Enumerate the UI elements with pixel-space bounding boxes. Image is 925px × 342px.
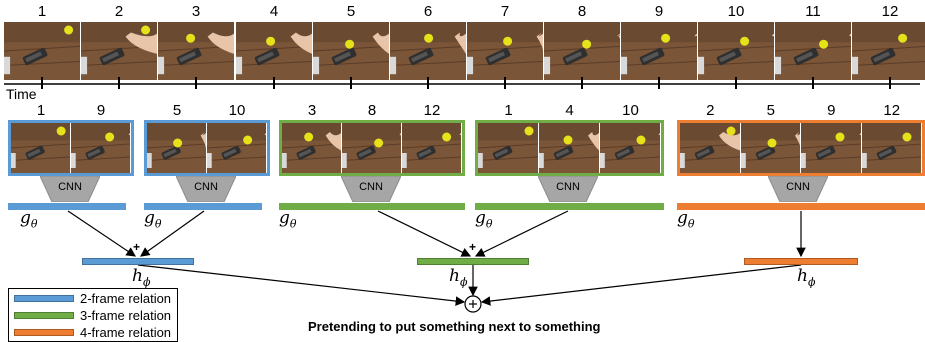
- group-frame-image: [478, 123, 538, 173]
- group-frame-image: [71, 123, 130, 173]
- timeline-frame-image: [4, 22, 80, 80]
- group-frame-number: 1: [504, 102, 513, 119]
- g-theta-bar-1: [8, 203, 126, 210]
- legend-label-3frame: 3-frame relation: [80, 308, 172, 323]
- h-phi-bar-3frame: [417, 258, 529, 265]
- h-phi-label-3frame: hϕ: [449, 266, 468, 289]
- group-frame-number: 9: [827, 102, 836, 119]
- legend-label-2frame: 2-frame relation: [80, 291, 172, 306]
- timeline-frame-number: 9: [654, 3, 664, 20]
- cnn-label: CNN: [786, 181, 810, 193]
- cnn-label: CNN: [556, 181, 580, 193]
- timeline-frame-number: 5: [346, 3, 356, 20]
- timeline-frame-image: [467, 22, 543, 80]
- group-frame-number: 5: [172, 102, 182, 119]
- group-frame-image: [207, 123, 266, 173]
- group-frame-number: 2: [706, 102, 715, 119]
- g-theta-bar-4: [475, 203, 664, 210]
- arrow-h1-to-sum: [137, 264, 466, 306]
- arrow-g3-to-h2: [377, 210, 472, 257]
- group-frame-image: [282, 123, 341, 173]
- group-frame-image: [801, 123, 861, 173]
- group-frame-image: [11, 123, 70, 173]
- timeline-frame-image: [621, 22, 697, 80]
- cnn-label: CNN: [194, 181, 218, 193]
- group-frame-number: 1: [36, 102, 46, 119]
- cnn-block-2: CNN: [176, 176, 236, 202]
- timeline-frame-image: [852, 22, 925, 80]
- g-theta-bar-3: [279, 203, 465, 210]
- timeline-frame-number: 4: [269, 3, 279, 20]
- group-frame-image: [539, 123, 599, 173]
- group-frame-image: [861, 123, 921, 173]
- h-phi-bar-4frame: [744, 258, 858, 265]
- cnn-block-3: CNN: [341, 176, 401, 202]
- plus-sign-3frame: +: [469, 240, 477, 254]
- cnn-block-5: CNN: [768, 176, 828, 202]
- arrow-g1-to-h1: [67, 210, 136, 257]
- group-frame-number: 9: [96, 102, 106, 119]
- arrow-g4-to-h2: [474, 210, 569, 257]
- timeline-frame-number: 10: [727, 3, 745, 20]
- group-frame-image: [600, 123, 660, 173]
- group-frame-image: [680, 123, 740, 173]
- legend-label-4frame: 4-frame relation: [80, 325, 172, 340]
- group-frame-number: 4: [565, 102, 574, 119]
- g-theta-bar-2: [144, 203, 262, 210]
- group-frame-image: [342, 123, 401, 173]
- timeline-frame-image: [81, 22, 157, 80]
- timeline-frame-number: 6: [423, 3, 433, 20]
- group-frame-number: 10: [622, 102, 639, 119]
- h-phi-bar-2frame: [82, 258, 194, 265]
- timeline-frame-number: 7: [500, 3, 510, 20]
- g-theta-label-2: gθ: [144, 208, 162, 231]
- arrow-g2-to-h1: [140, 210, 205, 257]
- timeline-frame-image: [390, 22, 466, 80]
- cnn-label: CNN: [58, 181, 82, 193]
- group-frame-number: 12: [423, 102, 441, 119]
- group-frame-number: 10: [228, 102, 246, 119]
- g-theta-bar-5: [677, 203, 925, 210]
- group-frame-image: [740, 123, 800, 173]
- group-frame-number: 8: [367, 102, 377, 119]
- timeline-frame-image: [158, 22, 234, 80]
- group-frame-number: 3: [307, 102, 317, 119]
- timeline-frame-number: 12: [881, 3, 899, 20]
- legend-swatch-3frame: [14, 312, 74, 319]
- g-theta-label-5: gθ: [677, 208, 695, 231]
- cnn-block-1: CNN: [40, 176, 100, 202]
- timeline-frame-number: 3: [191, 3, 201, 20]
- timeline-frame-image: [236, 22, 312, 80]
- plus-sign-2frame: +: [133, 240, 141, 254]
- timeline-frame-number: 1: [37, 3, 47, 20]
- g-theta-label-1: gθ: [20, 208, 38, 231]
- group-frame-number: 5: [766, 102, 775, 119]
- timeline-frame-number: 2: [114, 3, 124, 20]
- timeline-frame-image: [775, 22, 851, 80]
- action-caption: Pretending to put something next to some…: [308, 319, 601, 334]
- timeline-frame-image: [698, 22, 774, 80]
- timeline-frame-image: [313, 22, 389, 80]
- h-phi-label-2frame: hϕ: [132, 266, 151, 289]
- timeline-frame-number: 8: [577, 3, 587, 20]
- legend-swatch-2frame: [14, 295, 74, 302]
- timeline-frame-number: 11: [805, 3, 821, 20]
- legend-swatch-4frame: [14, 329, 74, 336]
- g-theta-label-3: gθ: [279, 208, 297, 231]
- group-frame-image: [147, 123, 206, 173]
- group-frame-image: [402, 123, 461, 173]
- timeline-frame-image: [544, 22, 620, 80]
- g-theta-label-4: gθ: [475, 208, 493, 231]
- time-label: Time: [6, 86, 37, 102]
- cnn-label: CNN: [359, 181, 383, 193]
- h-phi-label-4frame: hϕ: [797, 266, 816, 289]
- group-frame-number: 12: [883, 102, 901, 119]
- arrow-h3-to-sum: [480, 264, 802, 306]
- time-axis: [4, 77, 920, 89]
- cnn-block-4: CNN: [538, 176, 598, 202]
